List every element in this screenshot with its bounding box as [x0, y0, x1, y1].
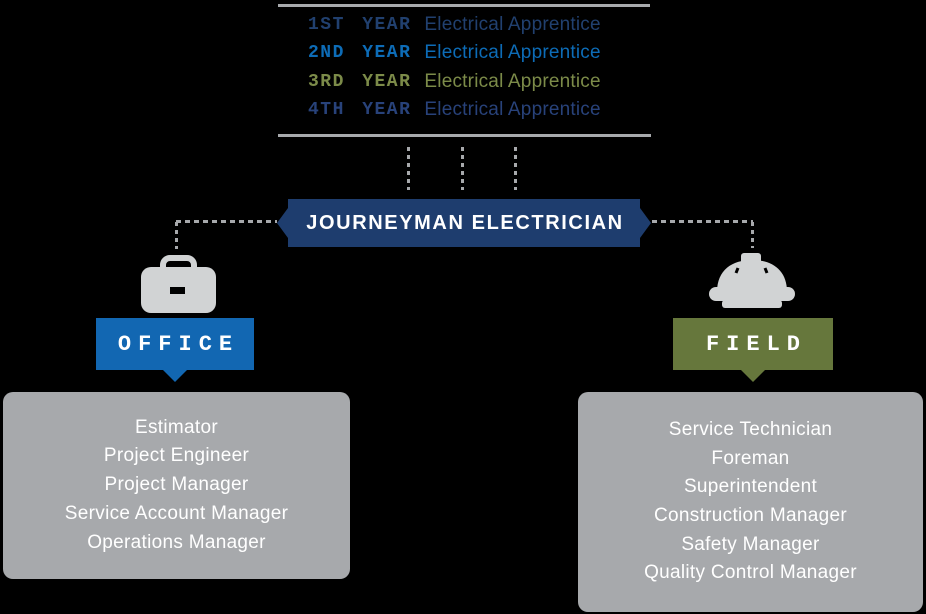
apprentice-row-2: 2ND YEAR Electrical Apprentice [308, 39, 638, 67]
year-label: 1ST YEAR [308, 15, 412, 36]
role-item: Service Technician [668, 418, 833, 440]
role-item: Superintendent [683, 476, 818, 498]
ladder-bottom-rule [278, 134, 651, 137]
ladder-top-rule [278, 4, 650, 7]
apprentice-row-3: 3RD YEAR Electrical Apprentice [308, 68, 638, 96]
dashed-connector [176, 220, 277, 223]
role-item: Quality Control Manager [644, 562, 857, 584]
journeyman-banner: JOURNEYMAN ELECTRICIAN [288, 199, 640, 247]
dashed-connector [175, 222, 178, 249]
year-label: 3RD YEAR [308, 71, 412, 92]
role-item: Construction Manager [654, 505, 847, 526]
role-item: Project Manager [104, 474, 249, 496]
apprentice-ladder: 1ST YEAR Electrical Apprentice 2ND YEAR … [308, 11, 638, 124]
role-item: Foreman [711, 447, 790, 469]
field-tag-label: FIELD [705, 331, 807, 357]
field-tag: FIELD [673, 318, 833, 370]
apprentice-title: Electrical Apprentice [424, 70, 601, 92]
role-item: Project Engineer [103, 445, 250, 467]
apprentice-row-4: 4TH YEAR Electrical Apprentice [308, 96, 638, 124]
dashed-connector [461, 147, 464, 190]
briefcase-icon [140, 254, 217, 319]
role-item: Safety Manager [681, 533, 820, 555]
office-tag: OFFICE [96, 318, 254, 370]
apprentice-row-1: 1ST YEAR Electrical Apprentice [308, 11, 638, 39]
journeyman-label: JOURNEYMAN ELECTRICIAN [306, 211, 624, 234]
dashed-connector [751, 222, 754, 248]
role-item: Operations Manager [87, 531, 266, 553]
hardhat-icon [708, 252, 796, 315]
apprentice-title: Electrical Apprentice [424, 99, 601, 121]
dashed-connector [652, 220, 753, 223]
apprentice-title: Electrical Apprentice [424, 14, 601, 36]
apprentice-title: Electrical Apprentice [424, 42, 601, 64]
dashed-connector [407, 147, 410, 190]
year-label: 4TH YEAR [308, 100, 412, 121]
role-item: Estimator [135, 416, 218, 438]
office-tag-label: OFFICE [117, 331, 240, 357]
role-item: Service Account Manager [64, 502, 289, 524]
dashed-connector [514, 147, 517, 190]
year-label: 2ND YEAR [308, 43, 412, 64]
